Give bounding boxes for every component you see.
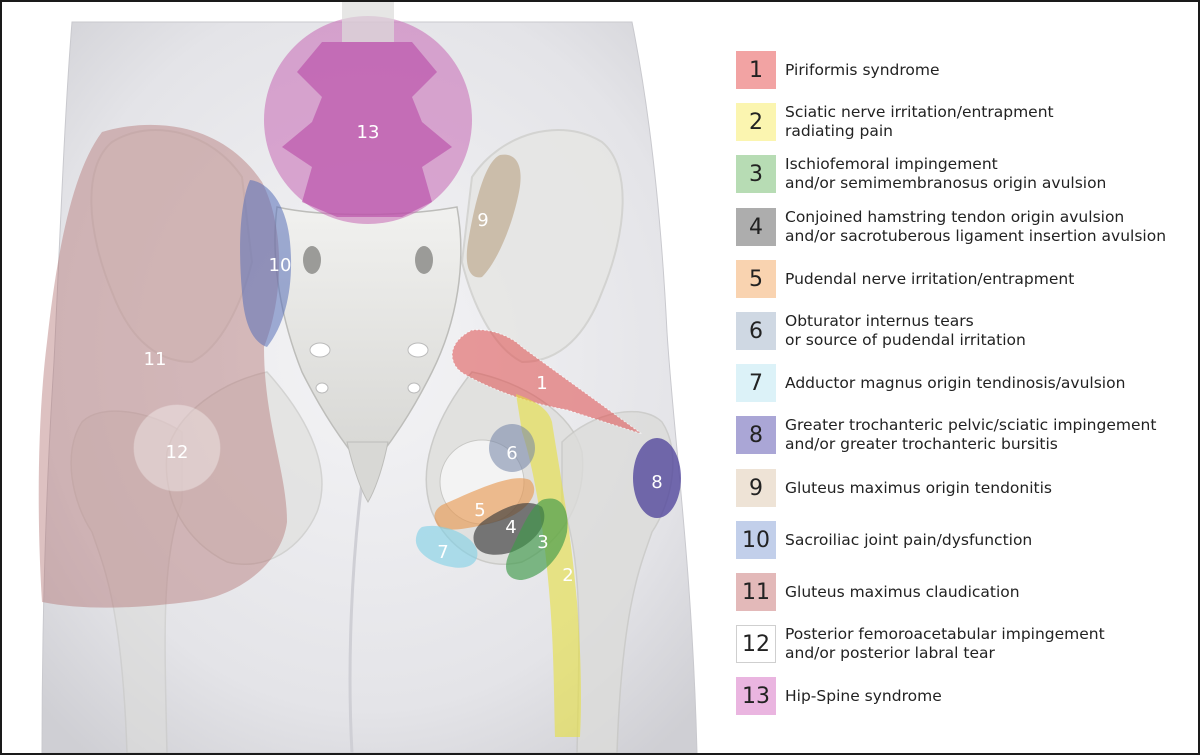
ilium-left bbox=[90, 128, 254, 364]
region-1-piriformis bbox=[451, 329, 643, 435]
buttock-shading bbox=[348, 481, 364, 753]
region-label-8: 8 bbox=[651, 472, 662, 493]
sacral-foramen bbox=[303, 246, 321, 274]
sacrum bbox=[274, 206, 462, 474]
region-label-6: 6 bbox=[506, 443, 517, 464]
region-11-gluteus-maximus bbox=[38, 124, 287, 608]
legend-swatch: 11 bbox=[736, 573, 776, 611]
legend-item: 5 Pudendal nerve irritation/entrapment bbox=[736, 258, 1196, 300]
legend-label: Gluteus maximus origin tendonitis bbox=[785, 467, 1195, 509]
legend-item: 11 Gluteus maximus claudication bbox=[736, 571, 1196, 613]
sacral-foramen bbox=[407, 342, 429, 358]
legend-label-line: Obturator internus tears bbox=[785, 312, 974, 330]
region-label-10: 10 bbox=[269, 255, 292, 276]
legend-label-line: Sacroiliac joint pain/dysfunction bbox=[785, 530, 1033, 549]
spine-column bbox=[342, 2, 394, 42]
legend-item: 4 Conjoined hamstring tendon origin avuls… bbox=[736, 206, 1196, 248]
pelvis-illustration: 1 2 3 4 5 6 7 8 9 10 11 12 13 bbox=[38, 2, 698, 753]
legend-item: 9 Gluteus maximus origin tendonitis bbox=[736, 467, 1196, 509]
region-label-9: 9 bbox=[477, 210, 488, 231]
region-label-3: 3 bbox=[537, 532, 548, 553]
region-9-gluteus-origin bbox=[466, 154, 521, 278]
sacral-foramen bbox=[315, 382, 329, 394]
region-8-greater-trochanter bbox=[633, 438, 681, 518]
legend-item: 10 Sacroiliac joint pain/dysfunction bbox=[736, 519, 1196, 561]
legend-item: 13 Hip-Spine syndrome bbox=[736, 675, 1196, 717]
coccyx bbox=[346, 441, 389, 503]
legend-label-line: Adductor magnus origin tendinosis/avulsi… bbox=[785, 373, 1126, 392]
legend-label-line: Conjoined hamstring tendon origin avulsi… bbox=[785, 208, 1125, 226]
region-6-obturator-internus bbox=[489, 424, 535, 472]
region-10-sacroiliac bbox=[240, 180, 292, 347]
legend-swatch: 10 bbox=[736, 521, 776, 559]
legend-label-line: radiating pain bbox=[785, 122, 893, 140]
legend-label-line: Greater trochanteric pelvic/sciatic impi… bbox=[785, 416, 1157, 434]
region-7-adductor-magnus bbox=[415, 525, 478, 568]
legend-label: Adductor magnus origin tendinosis/avulsi… bbox=[785, 362, 1195, 404]
legend-swatch: 3 bbox=[736, 155, 776, 193]
legend-label: Conjoined hamstring tendon origin avulsi… bbox=[785, 206, 1195, 248]
region-label-11: 11 bbox=[144, 349, 167, 370]
sacral-foramen bbox=[309, 342, 331, 358]
legend-label: Pudendal nerve irritation/entrapment bbox=[785, 258, 1195, 300]
legend-label-line: and/or sacrotuberous ligament insertion … bbox=[785, 227, 1167, 245]
legend-swatch: 4 bbox=[736, 208, 776, 246]
region-label-7: 7 bbox=[437, 542, 448, 563]
legend-label: Greater trochanteric pelvic/sciatic impi… bbox=[785, 414, 1195, 456]
sacral-foramen bbox=[415, 246, 433, 274]
region-3-ischiofemoral bbox=[506, 498, 568, 580]
legend-swatch: 2 bbox=[736, 103, 776, 141]
femur-left bbox=[70, 410, 183, 753]
legend-swatch: 13 bbox=[736, 677, 776, 715]
region-label-4: 4 bbox=[505, 517, 516, 538]
region-label-12: 12 bbox=[166, 442, 189, 463]
legend-label-line: Pudendal nerve irritation/entrapment bbox=[785, 269, 1075, 288]
legend-swatch: 8 bbox=[736, 416, 776, 454]
legend-swatch: 9 bbox=[736, 469, 776, 507]
vertebrae bbox=[282, 42, 452, 217]
legend-swatch: 6 bbox=[736, 312, 776, 350]
legend-label: Sacroiliac joint pain/dysfunction bbox=[785, 519, 1195, 561]
legend-label-line: Gluteus maximus origin tendonitis bbox=[785, 478, 1052, 497]
legend-label-line: Posterior femoroacetabular impingement bbox=[785, 625, 1105, 643]
legend-label: Piriformis syndrome bbox=[785, 49, 1195, 91]
ischium-left bbox=[165, 371, 323, 565]
legend-label-line: Gluteus maximus claudication bbox=[785, 582, 1020, 601]
legend-label-line: Hip-Spine syndrome bbox=[785, 686, 942, 705]
legend-item: 8 Greater trochanteric pelvic/sciatic imp… bbox=[736, 414, 1196, 456]
legend-label-line: Ischiofemoral impingement bbox=[785, 155, 998, 173]
legend-label-line: Sciatic nerve irritation/entrapment bbox=[785, 103, 1054, 121]
legend-swatch: 7 bbox=[736, 364, 776, 402]
legend-label-line: and/or greater trochanteric bursitis bbox=[785, 435, 1058, 453]
region-12-femoroacetabular bbox=[133, 404, 221, 492]
legend-swatch: 12 bbox=[736, 625, 776, 663]
legend-label: Gluteus maximus claudication bbox=[785, 571, 1195, 613]
legend-item: 7 Adductor magnus origin tendinosis/avuls… bbox=[736, 362, 1196, 404]
legend-label: Hip-Spine syndrome bbox=[785, 675, 1195, 717]
region-label-5: 5 bbox=[474, 500, 485, 521]
legend-label-line: and/or semimembranosus origin avulsion bbox=[785, 174, 1107, 192]
region-label-2: 2 bbox=[562, 565, 573, 586]
legend-label-line: or source of pudendal irritation bbox=[785, 331, 1026, 349]
legend-label-line: and/or posterior labral tear bbox=[785, 644, 995, 662]
sacral-foramen bbox=[407, 382, 421, 394]
region-label-13: 13 bbox=[357, 122, 380, 143]
region-label-1: 1 bbox=[536, 373, 547, 394]
legend-item: 1 Piriformis syndrome bbox=[736, 49, 1196, 91]
legend-label-line: Piriformis syndrome bbox=[785, 60, 940, 79]
legend-swatch: 5 bbox=[736, 260, 776, 298]
legend-swatch: 1 bbox=[736, 51, 776, 89]
